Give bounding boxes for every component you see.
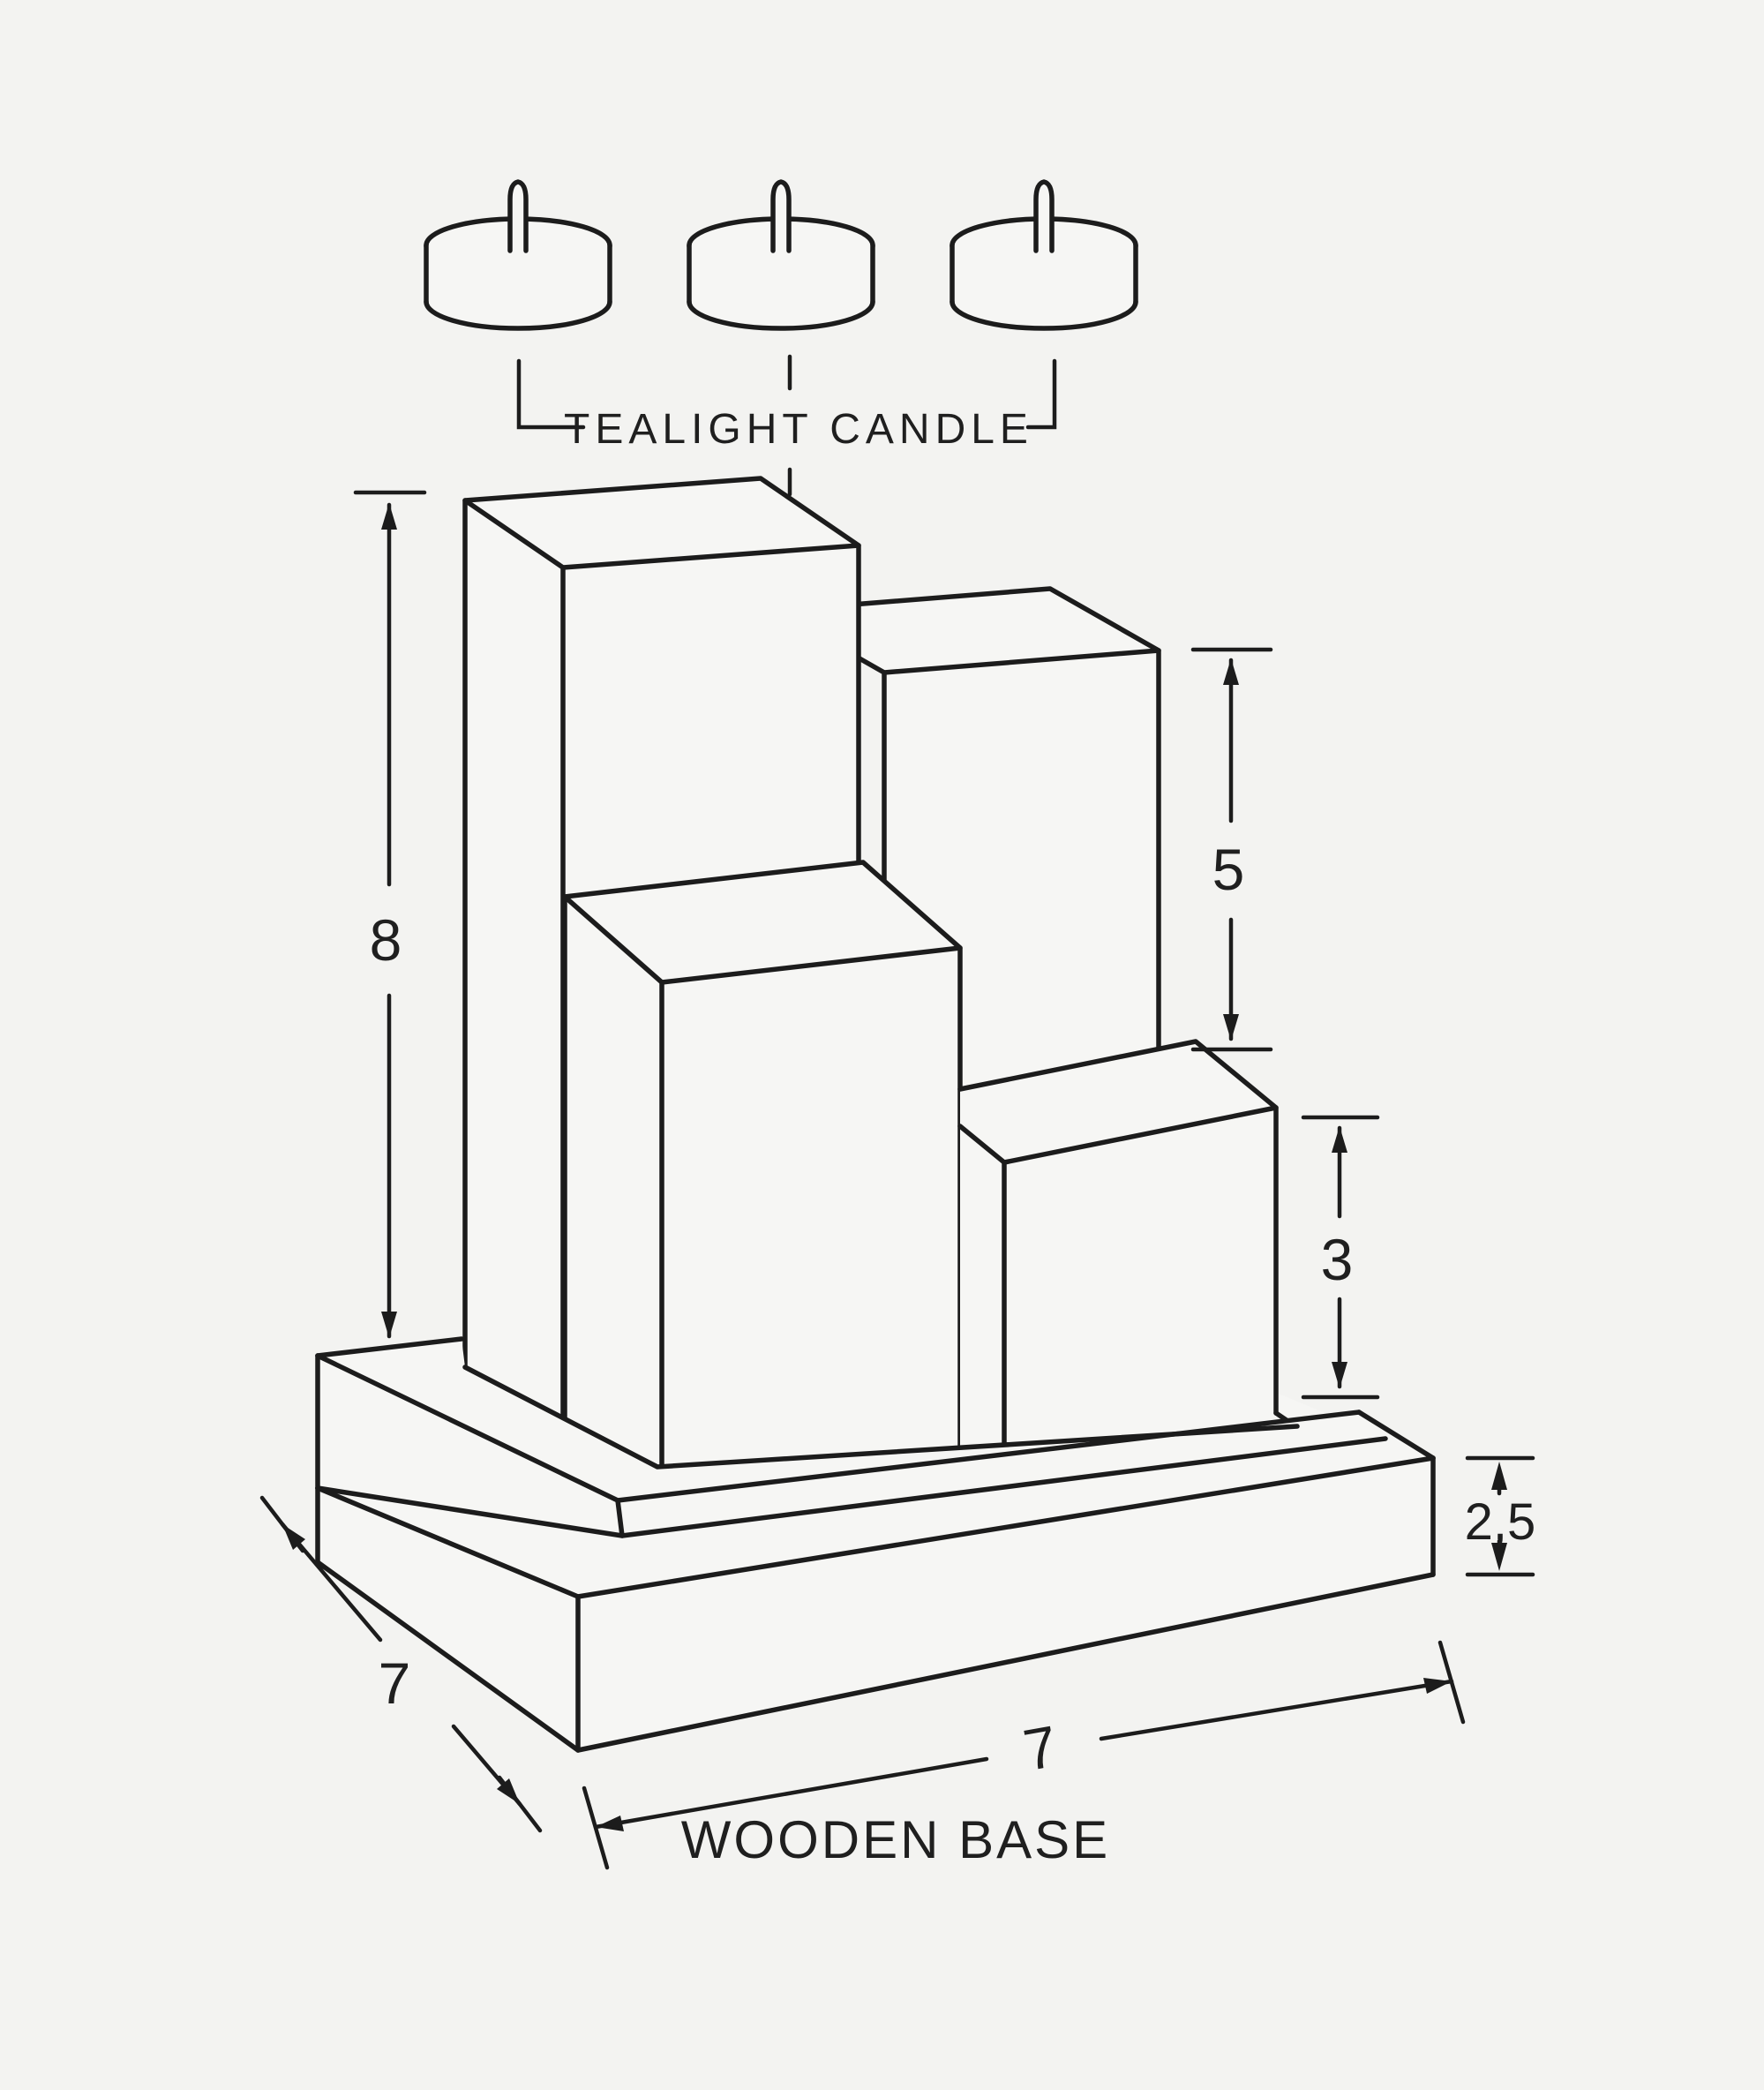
tealight-candle <box>687 179 875 331</box>
tealight-candle <box>424 179 612 331</box>
dim-label-7-left: 7 <box>379 1650 411 1716</box>
tealight-candle <box>950 179 1138 331</box>
tealight-candles <box>424 179 1138 331</box>
candle-wick <box>1033 179 1055 253</box>
pillar-middle <box>562 860 963 1470</box>
dimension-2-5: 2,5 <box>1465 1455 1536 1577</box>
candle-callout: TEALIGHT CANDLE <box>516 354 1057 497</box>
dim-label-7-bottom: 7 <box>1019 1713 1062 1783</box>
callout-bracket-right <box>1025 358 1057 430</box>
candle-wick <box>507 179 529 253</box>
tealight-candle-label: TEALIGHT CANDLE <box>564 406 1033 453</box>
dimension-7-left: 7 <box>259 1495 543 1833</box>
pillar-3 <box>957 1039 1306 1448</box>
dimension-8: 8 <box>353 490 427 1339</box>
dim-label-8: 8 <box>370 907 402 973</box>
dim-label-3: 3 <box>1321 1227 1354 1292</box>
base-tray-rim <box>315 1336 1436 1538</box>
dim-label-2-5: 2,5 <box>1465 1493 1536 1551</box>
dim-label-5: 5 <box>1212 837 1245 902</box>
wooden-base-label: WOODEN BASE <box>681 1810 1110 1869</box>
dimension-5: 5 <box>1190 647 1273 1052</box>
dimension-3: 3 <box>1301 1115 1380 1400</box>
candle-wick <box>770 179 792 253</box>
callout-bracket-left <box>516 358 586 430</box>
